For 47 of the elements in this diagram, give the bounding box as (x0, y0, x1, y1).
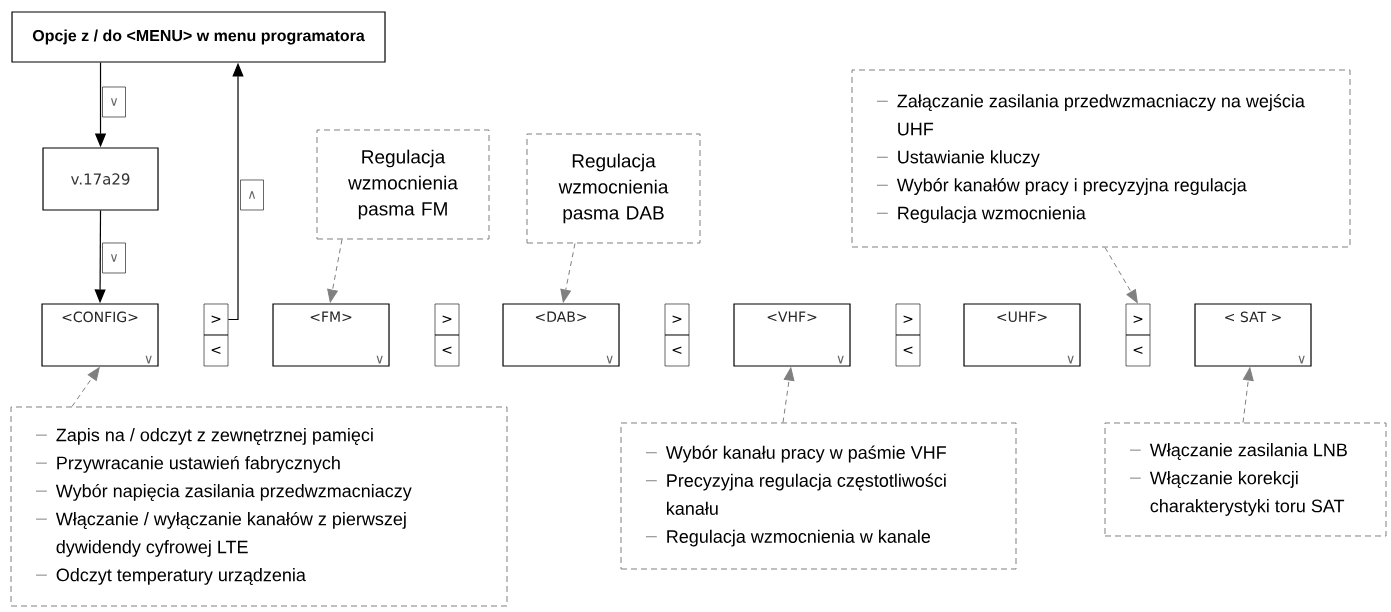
menu-box: <DAB> ∨ (502, 303, 620, 367)
list-item: Odczyt temperatury urządzenia (35, 568, 306, 585)
menu-box: <UHF> ∨ (963, 303, 1081, 367)
callout-box: Regulacja wzmocnienia pasma DAB (526, 133, 701, 244)
list-item: Regulacja wzmocnienia (876, 206, 1086, 223)
list-item: Przywracanie ustawień fabrycznych (35, 455, 340, 473)
menu-box: < SAT > ∨ (1194, 303, 1312, 367)
callout-box: Regulacja wzmocnienia pasma FM (316, 129, 490, 240)
menu-box: <FM> ∨ (272, 303, 390, 367)
key-button: < (664, 334, 690, 367)
list-item: Ustawianie kluczy (876, 150, 1040, 167)
key-label: ∧ (240, 179, 264, 211)
key-label: ∨ (102, 86, 126, 118)
key-button: < (203, 334, 229, 367)
arrow (71, 367, 100, 407)
menu-box: <VHF> ∨ (733, 303, 851, 367)
list-item: Precyzyjna regulacja częstotliwości kanału (645, 473, 946, 515)
arrow (1104, 247, 1138, 303)
arrow (782, 367, 795, 423)
callout-box (851, 69, 1351, 248)
list-item: Wybór kanału pracy w paśmie VHF (645, 445, 946, 463)
menu-box: <CONFIG> ∨ (41, 303, 159, 367)
key-button: > (1125, 303, 1151, 336)
key-button: > (895, 303, 921, 336)
callout-box (10, 406, 508, 607)
list-item: Regulacja wzmocnienia w kanale (645, 529, 931, 547)
key-label: ∨ (102, 242, 126, 274)
key-button: < (434, 334, 460, 367)
list-item: Załączanie zasilania przedwzmacniaczy na wejścia UHF (876, 94, 1305, 136)
list-item: Włączanie zasilania LNB (1129, 443, 1347, 460)
display-screen: v.17a29 (42, 147, 159, 211)
list-item: Wybór kanałów pracy i precyzyjna regulacja (876, 178, 1247, 195)
list-item: Wybór napięcia zasilania przedwzmacniaczy (35, 483, 412, 501)
arrow (560, 243, 576, 303)
list-item: Włączanie korekcji charakterystyki toru SAT (1129, 471, 1345, 516)
list-item: Zapis na / odczyt z zewnętrznej pamięci (35, 428, 373, 445)
key-button: > (434, 303, 460, 336)
key-button: > (664, 303, 690, 336)
key-button: > (203, 303, 229, 336)
callout-box (1104, 422, 1387, 537)
key-button: < (1125, 334, 1151, 367)
list-item: Włączanie / wyłączanie kanałów z pierwszej dywidendy cyfrowej LTE (35, 511, 406, 557)
key-button: < (895, 334, 921, 367)
arrow (327, 239, 343, 303)
title-box: Opcje z / do <MENU> w menu programatora (11, 11, 386, 63)
callout-box (620, 422, 1017, 570)
arrow (1242, 367, 1254, 423)
